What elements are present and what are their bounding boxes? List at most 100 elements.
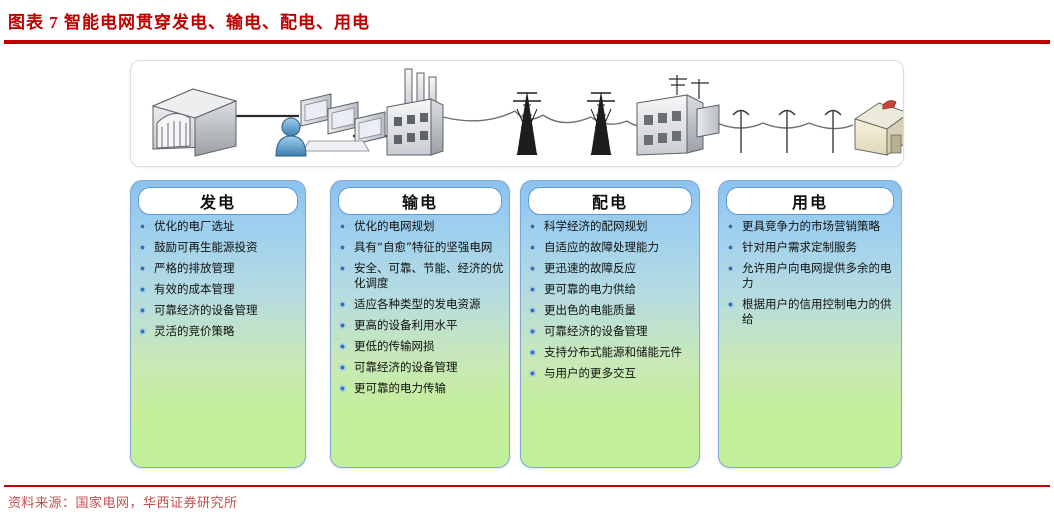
list-item: 更具竞争力的市场营销策略: [727, 219, 897, 234]
list-item-label: 可靠经济的设备管理: [544, 324, 648, 338]
list-item-label: 科学经济的配网规划: [544, 219, 648, 233]
warehouse-building: [151, 88, 238, 157]
list-item: 支持分布式能源和储能元件: [529, 345, 695, 360]
bullet-icon: [529, 328, 536, 335]
card-consumption-title: 用电: [791, 193, 828, 212]
power-plant-factory: [386, 68, 444, 156]
card-distribution-header: 配电: [528, 187, 692, 215]
list-item: 更可靠的电力传输: [339, 381, 505, 396]
transmission-tower-1: [513, 91, 541, 156]
footer-rule: [4, 485, 1050, 487]
list-item: 可靠经济的设备管理: [339, 360, 505, 375]
list-item-label: 可靠经济的设备管理: [154, 303, 258, 317]
list-item: 更可靠的电力供给: [529, 282, 695, 297]
list-item: 优化的电厂选址: [139, 219, 301, 234]
list-item: 更高的设备利用水平: [339, 318, 505, 333]
card-consumption-list: 更具竞争力的市场营销策略 针对用户需求定制服务 允许用户向电网提供多余的电力 根…: [727, 219, 897, 327]
house: [853, 100, 903, 156]
list-item-label: 可靠经济的设备管理: [354, 360, 458, 374]
bullet-icon: [339, 364, 346, 371]
utility-pole-1: [732, 109, 750, 153]
list-item-label: 具有“自愈”特征的坚强电网: [354, 240, 493, 254]
list-item: 可靠经济的设备管理: [139, 303, 301, 318]
list-item: 更出色的电能质量: [529, 303, 695, 318]
list-item-label: 更迅速的故障反应: [544, 261, 636, 275]
list-item: 安全、可靠、节能、经济的优化调度: [339, 261, 505, 291]
list-item: 严格的排放管理: [139, 261, 301, 276]
bullet-icon: [727, 265, 734, 272]
bullet-icon: [339, 322, 346, 329]
card-transmission-list: 优化的电网规划 具有“自愈”特征的坚强电网 安全、可靠、节能、经济的优化调度 适…: [339, 219, 505, 396]
bullet-icon: [529, 244, 536, 251]
card-distribution-title: 配电: [591, 193, 628, 212]
smart-grid-schematic-svg: [151, 68, 903, 157]
list-item: 具有“自愈”特征的坚强电网: [339, 240, 505, 255]
control-monitors: [300, 93, 386, 152]
header-rule: [4, 40, 1050, 44]
list-item-label: 支持分布式能源和储能元件: [544, 345, 682, 359]
source-note: 资料来源：国家电网，华西证券研究所: [8, 495, 238, 510]
illustration-panel: [130, 60, 904, 167]
bullet-icon: [339, 385, 346, 392]
list-item-label: 适应各种类型的发电资源: [354, 297, 481, 311]
utility-pole-2: [778, 109, 796, 153]
list-item-label: 有效的成本管理: [154, 282, 235, 296]
list-item-label: 优化的电厂选址: [154, 219, 235, 233]
bullet-icon: [339, 301, 346, 308]
list-item-label: 优化的电网规划: [354, 219, 435, 233]
bullet-icon: [529, 265, 536, 272]
list-item: 根据用户的信用控制电力的供给: [727, 297, 897, 327]
bullet-icon: [139, 286, 146, 293]
list-item: 更迅速的故障反应: [529, 261, 695, 276]
list-item-label: 更高的设备利用水平: [354, 318, 458, 332]
transmission-tower-2: [587, 91, 615, 156]
bullet-icon: [529, 223, 536, 230]
list-item-label: 更可靠的电力供给: [544, 282, 636, 296]
list-item: 灵活的竞价策略: [139, 324, 301, 339]
list-item: 与用户的更多交互: [529, 366, 695, 381]
bullet-icon: [529, 349, 536, 356]
list-item-label: 更可靠的电力传输: [354, 381, 446, 395]
bullet-icon: [529, 370, 536, 377]
list-item: 鼓励可再生能源投资: [139, 240, 301, 255]
list-item-label: 自适应的故障处理能力: [544, 240, 659, 254]
page-title: 图表 7 智能电网贯穿发电、输电、配电、用电: [8, 13, 370, 32]
card-generation[interactable]: 发电 优化的电厂选址 鼓励可再生能源投资 严格的排放管理 有效的成本管理 可靠经…: [130, 180, 306, 468]
list-item: 自适应的故障处理能力: [529, 240, 695, 255]
list-item-label: 鼓励可再生能源投资: [154, 240, 258, 254]
card-generation-header: 发电: [138, 187, 298, 215]
card-generation-list: 优化的电厂选址 鼓励可再生能源投资 严格的排放管理 有效的成本管理 可靠经济的设…: [139, 219, 301, 339]
bullet-icon: [529, 286, 536, 293]
bullet-icon: [339, 244, 346, 251]
list-item: 有效的成本管理: [139, 282, 301, 297]
card-transmission[interactable]: 输电 优化的电网规划 具有“自愈”特征的坚强电网 安全、可靠、节能、经济的优化调…: [330, 180, 510, 468]
bullet-icon: [727, 244, 734, 251]
bullet-icon: [339, 265, 346, 272]
bullet-icon: [339, 343, 346, 350]
list-item-label: 更具竞争力的市场营销策略: [742, 219, 880, 233]
card-transmission-header: 输电: [338, 187, 502, 215]
list-item: 优化的电网规划: [339, 219, 505, 234]
list-item-label: 针对用户需求定制服务: [742, 240, 857, 254]
list-item: 允许用户向电网提供多余的电力: [727, 261, 897, 291]
list-item: 针对用户需求定制服务: [727, 240, 897, 255]
card-consumption-header: 用电: [726, 187, 894, 215]
list-item: 可靠经济的设备管理: [529, 324, 695, 339]
card-generation-title: 发电: [199, 193, 236, 212]
list-item-label: 严格的排放管理: [154, 261, 235, 275]
bullet-icon: [727, 301, 734, 308]
bullet-icon: [139, 307, 146, 314]
bullet-icon: [529, 307, 536, 314]
operator-person: [275, 117, 307, 157]
bullet-icon: [139, 223, 146, 230]
bullet-icon: [139, 328, 146, 335]
bullet-icon: [339, 223, 346, 230]
list-item-label: 根据用户的信用控制电力的供给: [742, 297, 892, 326]
card-consumption[interactable]: 用电 更具竞争力的市场营销策略 针对用户需求定制服务 允许用户向电网提供多余的电…: [718, 180, 902, 468]
list-item: 更低的传输网损: [339, 339, 505, 354]
card-distribution[interactable]: 配电 科学经济的配网规划 自适应的故障处理能力 更迅速的故障反应 更可靠的电力供…: [520, 180, 700, 468]
card-transmission-title: 输电: [401, 193, 438, 212]
list-item-label: 更低的传输网损: [354, 339, 435, 353]
list-item-label: 与用户的更多交互: [544, 366, 636, 380]
list-item-label: 灵活的竞价策略: [154, 324, 235, 338]
